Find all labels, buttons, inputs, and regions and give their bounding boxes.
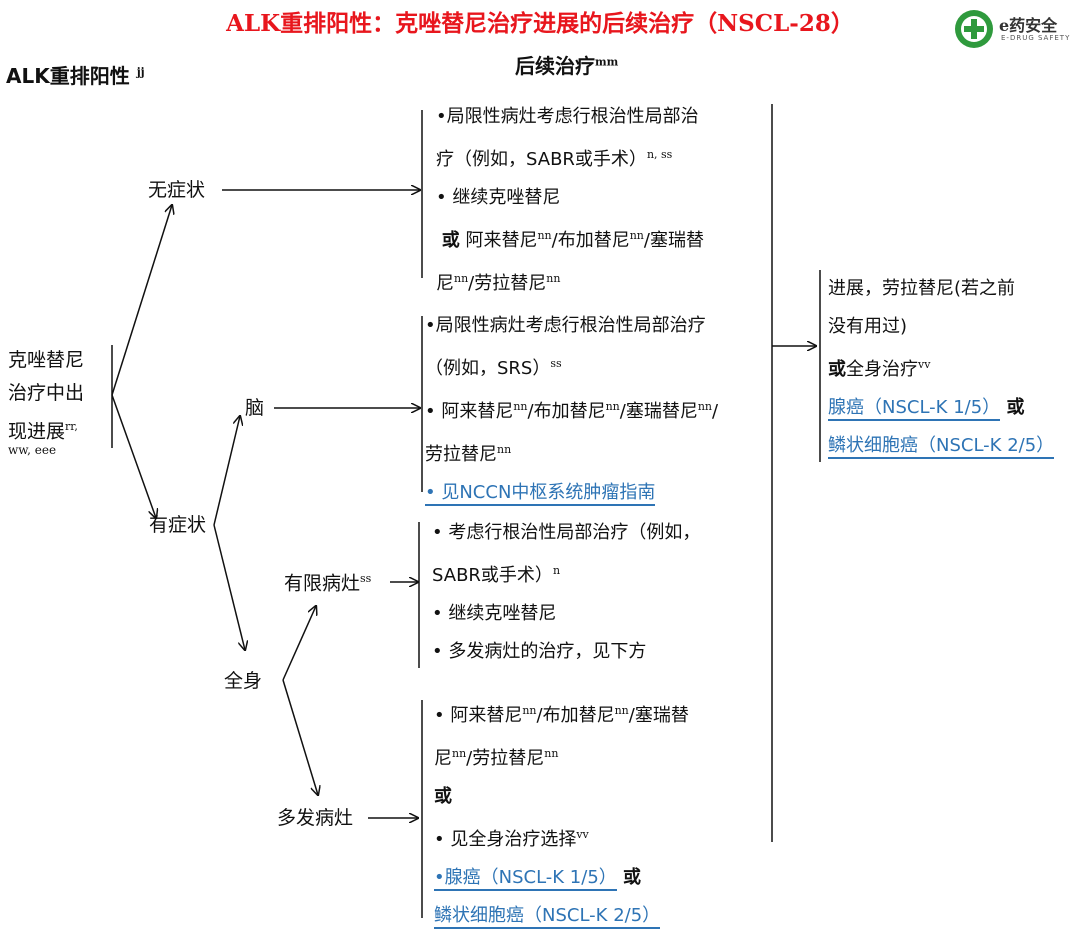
node-limited-lesions: 有限病灶ss xyxy=(284,572,372,595)
header-subsequent-therapy: 后续治疗mm xyxy=(515,54,619,78)
box-further-progression: 进展，劳拉替尼(若之前 没有用过) 或全身治疗vv 腺癌（NSCL-K 1/5）… xyxy=(828,270,1078,465)
root-node-sup: ww, eee xyxy=(8,443,57,457)
box-asymptomatic-options: •局限性病灶考虑行根治性局部治 疗（例如，SABR或手术）n, ss • 继续克… xyxy=(436,106,704,294)
box-limited-lesion-options: • 考虑行根治性局部治疗（例如， SABR或手术）n • 继续克唑替尼 • 多发… xyxy=(432,522,701,662)
logo-text: e药安全 xyxy=(999,16,1058,35)
link-nccn-cns-guideline[interactable]: • 见NCCN中枢系统肿瘤指南 xyxy=(425,482,656,506)
logo: e药安全 E-DRUG SAFETY xyxy=(955,10,1075,50)
node-asymptomatic: 无症状 xyxy=(148,179,206,201)
node-systemic: 全身 xyxy=(224,670,263,692)
page-title: ALK重排阳性：克唑替尼治疗进展的后续治疗（NSCL-28） xyxy=(226,10,854,37)
node-brain: 脑 xyxy=(245,397,265,419)
link-squamous-nscl-k2[interactable]: 鳞状细胞癌（NSCL-K 2/5） xyxy=(434,905,661,929)
link-adenocarcinoma-nscl-k1-right[interactable]: 腺癌（NSCL-K 1/5） xyxy=(828,397,1001,421)
logo-subtext: E-DRUG SAFETY xyxy=(1001,34,1071,42)
node-multiple-lesions: 多发病灶 xyxy=(277,807,354,829)
root-node-crizotinib-progression: 克唑替尼 治疗中出 现进展rr, xyxy=(8,349,85,443)
header-alk: ALK重排阳性 jj xyxy=(6,64,145,88)
box-brain-options: •局限性病灶考虑行根治性局部治疗 （例如，SRS）ss • 阿来替尼nn/布加替… xyxy=(425,307,770,512)
link-squamous-nscl-k2-right[interactable]: 鳞状细胞癌（NSCL-K 2/5） xyxy=(828,435,1055,459)
logo-cross-icon xyxy=(955,10,993,48)
node-symptomatic: 有症状 xyxy=(149,514,207,536)
box-multiple-lesion-options: • 阿来替尼nn/布加替尼nn/塞瑞替 尼nn/劳拉替尼nn 或 • 见全身治疗… xyxy=(434,692,769,935)
link-adenocarcinoma-nscl-k1[interactable]: •腺癌（NSCL-K 1/5） xyxy=(434,867,617,891)
